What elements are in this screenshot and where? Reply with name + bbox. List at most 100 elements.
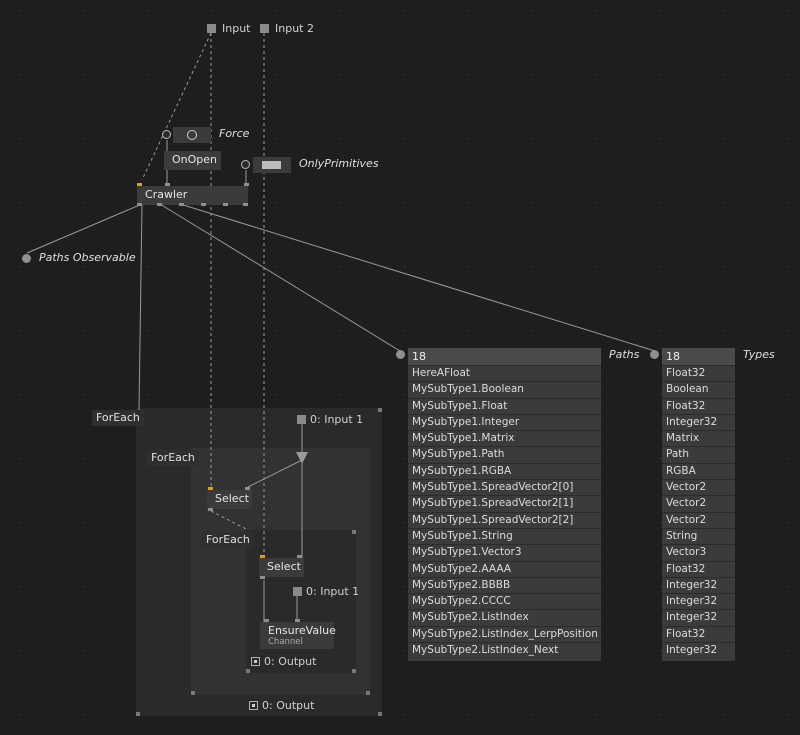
circle-icon [187, 130, 197, 140]
paths-list-row[interactable]: MySubType1.Boolean [408, 381, 601, 397]
foreach-middle-label[interactable]: ForEach [147, 450, 199, 466]
paths-list-row[interactable]: MySubType1.Vector3 [408, 544, 601, 560]
select1-input-pin-accent[interactable] [208, 487, 213, 490]
types-list-row[interactable]: String [662, 527, 735, 544]
input1-inner-label: 0: Input 1 [306, 585, 360, 598]
paths-list-row[interactable]: MySubType2.BBBB [408, 576, 601, 593]
paths-list-row[interactable]: MySubType1.Path [408, 446, 601, 462]
select2-input-pin-accent[interactable] [260, 555, 265, 558]
crawler-output-pin[interactable] [201, 203, 206, 206]
ensurevalue-label: EnsureValue [268, 624, 336, 637]
paths-observable-label: Paths Observable [39, 251, 136, 264]
paths-list-row[interactable]: MySubType1.SpreadVector2[2] [408, 511, 601, 528]
foreach-inner-label[interactable]: ForEach [202, 532, 254, 548]
output-inner-label: 0: Output [264, 655, 317, 668]
only-primitives-label: OnlyPrimitives [299, 157, 379, 170]
paths-observable-pin[interactable] [22, 254, 31, 263]
paths-list-row[interactable]: MySubType2.AAAA [408, 560, 601, 577]
paths-list-row[interactable]: HereAFloat [408, 365, 601, 381]
paths-panel-label: Paths [609, 348, 640, 361]
types-list-row[interactable]: Path [662, 446, 735, 462]
only-primitives-pin[interactable] [241, 160, 250, 169]
types-list-row[interactable]: Integer32 [662, 609, 735, 625]
paths-panel-pin[interactable] [396, 350, 405, 359]
crawler-node[interactable]: Crawler [137, 183, 249, 206]
toggle-fill [262, 161, 281, 169]
types-list-row[interactable]: Vector2 [662, 511, 735, 528]
paths-list-row[interactable]: MySubType1.SpreadVector2[1] [408, 495, 601, 511]
types-list-row[interactable]: Float32 [662, 625, 735, 642]
types-panel-pin[interactable] [650, 350, 659, 359]
onopen-label: OnOpen [172, 153, 218, 166]
force-pin[interactable] [162, 130, 171, 139]
region-corner [378, 408, 382, 412]
crawler-output-pin[interactable] [223, 203, 228, 206]
ensurevalue-node[interactable]: EnsureValue Channel [260, 619, 336, 649]
select2-input-pin[interactable] [297, 555, 302, 558]
only-primitives-toggle[interactable] [253, 157, 291, 173]
select-node-1[interactable]: Select [207, 487, 252, 511]
foreach-outer-label[interactable]: ForEach [92, 410, 144, 426]
types-list-row[interactable]: Matrix [662, 430, 735, 446]
input-pad[interactable] [207, 24, 216, 33]
input2-pad-label: Input 2 [275, 22, 314, 35]
types-list-row[interactable]: Float32 [662, 397, 735, 414]
ensurevalue-input-pin[interactable] [295, 619, 300, 622]
crawler-output-pin[interactable] [157, 203, 162, 206]
force-bang-button[interactable] [173, 127, 211, 143]
input1-outer-pad[interactable] [297, 415, 306, 424]
input2-pad[interactable] [260, 24, 269, 33]
paths-list-row[interactable]: MySubType1.Float [408, 397, 601, 414]
types-list-row[interactable]: Vector2 [662, 479, 735, 495]
paths-count: 18 [408, 348, 601, 365]
types-list-row[interactable]: RGBA [662, 462, 735, 479]
output-outer-label: 0: Output [262, 699, 315, 712]
select2-output-pin[interactable] [260, 576, 265, 579]
crawler-input-pin-accent[interactable] [137, 183, 142, 186]
paths-list-row[interactable]: MySubType2.ListIndex [408, 609, 601, 625]
crawler-output-pin[interactable] [179, 203, 184, 206]
paths-list-row[interactable]: MySubType1.SpreadVector2[0] [408, 479, 601, 495]
select-node-2[interactable]: Select [259, 555, 304, 579]
paths-list-row[interactable]: MySubType2.CCCC [408, 593, 601, 609]
input1-inner-pad[interactable] [293, 587, 302, 596]
types-list-row[interactable]: Float32 [662, 560, 735, 577]
region-corner [366, 691, 370, 695]
input-pad-label: Input [222, 22, 251, 35]
paths-list-row[interactable]: MySubType2.ListIndex_LerpPosition [408, 625, 601, 642]
crawler-input-pin[interactable] [165, 183, 170, 186]
foreach-region-inner[interactable] [246, 530, 356, 673]
paths-list-row[interactable]: MySubType1.Matrix [408, 430, 601, 446]
types-list-row[interactable]: Integer32 [662, 593, 735, 609]
output-inner-pad[interactable] [251, 657, 260, 666]
types-list-row[interactable]: Integer32 [662, 642, 735, 658]
crawler-output-pin[interactable] [243, 203, 248, 206]
types-list-row[interactable]: Float32 [662, 365, 735, 381]
types-count: 18 [662, 348, 735, 365]
crawler-input-pin[interactable] [244, 183, 249, 186]
select1-input-pin[interactable] [245, 487, 250, 490]
paths-list-row[interactable]: MySubType1.String [408, 527, 601, 544]
region-corner [136, 712, 140, 716]
region-corner [378, 712, 382, 716]
select1-label: Select [215, 492, 249, 505]
input1-outer-label: 0: Input 1 [310, 413, 364, 426]
ensurevalue-input-pin[interactable] [264, 619, 269, 622]
onopen-node[interactable]: OnOpen [164, 151, 221, 170]
types-list-row[interactable]: Vector2 [662, 495, 735, 511]
region-corner [246, 669, 250, 673]
paths-list-row[interactable]: MySubType2.ListIndex_Next [408, 642, 601, 658]
paths-list-row[interactable]: MySubType1.RGBA [408, 462, 601, 479]
types-list-row[interactable]: Integer32 [662, 576, 735, 593]
select1-output-pin[interactable] [208, 508, 213, 511]
types-list-row[interactable]: Integer32 [662, 413, 735, 430]
crawler-output-pin[interactable] [137, 203, 142, 206]
crawler-label: Crawler [145, 188, 188, 201]
types-list-row[interactable]: Vector3 [662, 544, 735, 560]
types-list-row[interactable]: Boolean [662, 381, 735, 397]
paths-list-row[interactable]: MySubType1.Integer [408, 413, 601, 430]
force-label: Force [219, 127, 250, 140]
output-outer-pad[interactable] [249, 701, 258, 710]
